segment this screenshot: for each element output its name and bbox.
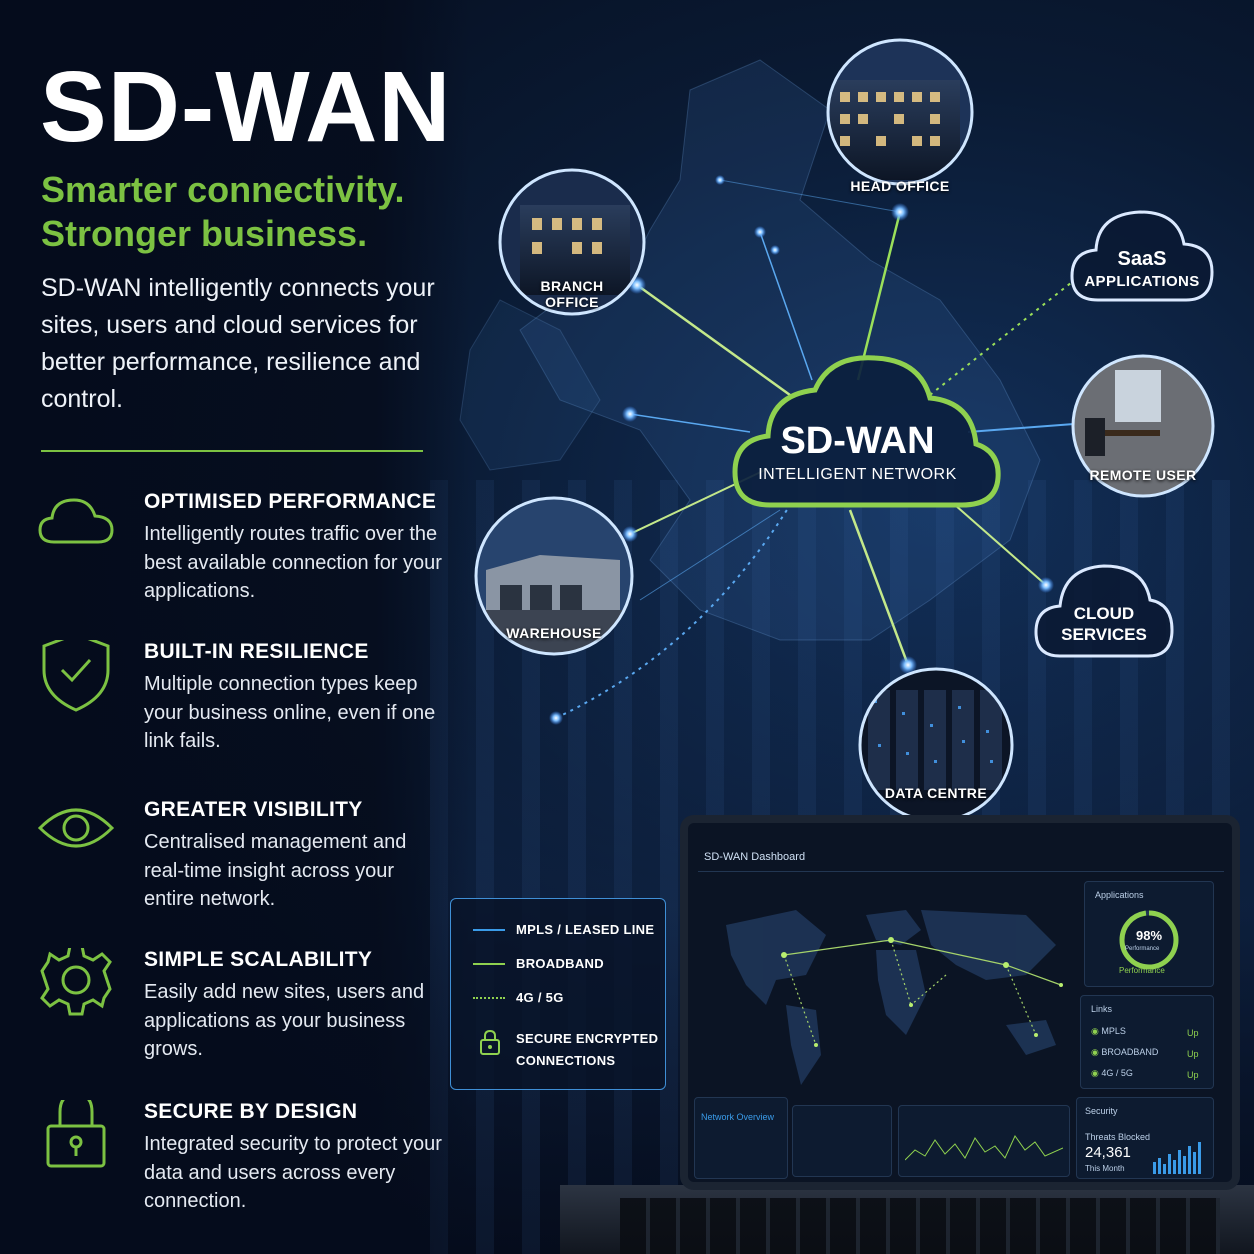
link-name: 4G / 5G: [1101, 1068, 1133, 1078]
security-label: Security: [1085, 1106, 1118, 1116]
intro-description: SD-WAN intelligently connects your sites…: [41, 274, 435, 413]
legend-line-blue: [473, 929, 505, 931]
security-period: This Month: [1085, 1164, 1125, 1173]
links-label: Links: [1091, 1004, 1113, 1014]
link-row: ◉ BROADBAND: [1091, 1047, 1158, 1058]
feature-text: Multiple connection types keep your busi…: [144, 673, 436, 752]
tagline-line-1: Smarter connectivity.: [41, 169, 405, 210]
feature-text: Easily add new sites, users and applicat…: [144, 981, 425, 1060]
cloud-services-label-line-1: CLOUD: [1073, 604, 1135, 623]
ireland-map-outline: [459, 299, 601, 471]
legend-label: MPLS / LEASED LINE: [516, 922, 655, 937]
saas-subtitle: APPLICATIONS: [1084, 273, 1200, 290]
feature-title: GREATER VISIBILITY: [144, 798, 363, 821]
security-metric: Threats Blocked: [1085, 1132, 1151, 1142]
link-row: ◉ 4G / 5G: [1091, 1068, 1133, 1079]
branch-office-label: BRANCH OFFICE: [520, 278, 624, 310]
legend-secure-line-1: SECURE ENCRYPTED: [516, 1031, 659, 1046]
throughput-panel: [792, 1105, 892, 1177]
links-panel: Links ◉ MPLS Up ◉ BROADBAND Up ◉ 4G / 5G…: [1080, 995, 1214, 1089]
shield-check-icon: [38, 632, 114, 724]
network-overview-label: Network Overview: [701, 1112, 775, 1122]
data-centre-label: DATA CENTRE: [884, 785, 988, 801]
status-dot-icon: ◉: [1091, 1026, 1099, 1036]
applications-label: Applications: [1095, 890, 1144, 900]
eye-icon: [37, 798, 115, 882]
dashboard-titlebar: [698, 845, 1224, 872]
legend-line-dotted: [473, 997, 505, 999]
threats-bar-chart: [1153, 1142, 1201, 1174]
cloud-services-node: [1034, 564, 1174, 658]
legend-secure-line-2: CONNECTIONS: [516, 1053, 616, 1068]
feature-built-in-resilience: BUILT-IN RESILIENCE Multiple connection …: [38, 632, 448, 770]
performance-gauge: [1119, 910, 1179, 970]
feature-optimised-performance: OPTIMISED PERFORMANCE Intelligently rout…: [38, 490, 448, 620]
feature-text: Integrated security to protect your data…: [144, 1133, 442, 1212]
branch-office-label-line-2: OFFICE: [545, 294, 599, 310]
warehouse-label: WAREHOUSE: [506, 625, 602, 641]
gauge-caption: Performance: [1119, 966, 1165, 975]
feature-title: SECURE BY DESIGN: [144, 1100, 358, 1123]
feature-greater-visibility: GREATER VISIBILITY Centralised managemen…: [37, 798, 448, 928]
legend-line-green: [473, 963, 505, 965]
traffic-graph: [905, 1135, 1063, 1161]
link-status: Up: [1187, 1049, 1199, 1059]
remote-user-node: [1071, 354, 1215, 498]
feature-text: Intelligently routes traffic over the be…: [144, 523, 442, 602]
security-value: 24,361: [1085, 1144, 1131, 1161]
feature-title: BUILT-IN RESILIENCE: [144, 640, 369, 663]
link-name: MPLS: [1101, 1026, 1126, 1036]
traffic-graph-panel: [898, 1105, 1070, 1177]
status-dot-icon: ◉: [1091, 1068, 1099, 1078]
feature-title: SIMPLE SCALABILITY: [144, 948, 373, 971]
saas-title: SaaS: [1117, 248, 1167, 270]
feature-title: OPTIMISED PERFORMANCE: [144, 490, 437, 513]
branch-office-node: [498, 168, 646, 316]
head-office-node: [826, 38, 974, 186]
data-centre-node: [858, 667, 1014, 823]
section-divider: [41, 450, 423, 452]
laptop-keyboard: [620, 1198, 1220, 1254]
dashboard-title: SD-WAN Dashboard: [704, 851, 806, 863]
saas-cloud-node: [1070, 210, 1214, 302]
legend-label: BROADBAND: [516, 956, 604, 971]
cloud-icon: [38, 490, 114, 574]
hub-title: SD-WAN: [780, 420, 935, 462]
laptop-dashboard-screen: SD-WAN Dashboard Applications: [680, 815, 1240, 1190]
feature-secure-by-design: SECURE BY DESIGN Integrated security to …: [38, 1092, 448, 1230]
link-status: Up: [1187, 1028, 1199, 1038]
link-status: Up: [1187, 1070, 1199, 1080]
warehouse-node: [474, 496, 634, 656]
branch-office-label-line-1: BRANCH: [540, 278, 604, 294]
gear-icon: [38, 944, 114, 1032]
cloud-services-label-line-2: SERVICES: [1061, 625, 1147, 644]
status-dot-icon: ◉: [1091, 1047, 1099, 1057]
connection-legend: MPLS / LEASED LINE BROADBAND 4G / 5G SEC…: [450, 898, 666, 1090]
tagline: Smarter connectivity. Stronger business.: [41, 168, 404, 256]
link-name: BROADBAND: [1101, 1047, 1159, 1057]
sd-wan-hub-cloud: [732, 355, 1001, 508]
lock-icon: [38, 1092, 114, 1184]
network-overview-panel: Network Overview: [694, 1097, 788, 1179]
gauge-value: 98%: [1135, 928, 1163, 943]
legend-label: 4G / 5G: [516, 990, 564, 1005]
world-map: [726, 910, 1063, 1085]
remote-user-label: REMOTE USER: [1089, 467, 1197, 483]
left-panel-backdrop: [0, 0, 470, 1254]
link-row: ◉ MPLS: [1091, 1026, 1126, 1037]
lock-icon: [480, 1029, 500, 1055]
cloud-services-label: CLOUD SERVICES: [1046, 603, 1162, 645]
feature-text: Centralised management and real-time ins…: [144, 831, 407, 910]
hub-subtitle: INTELLIGENT NETWORK: [758, 466, 957, 483]
gauge-sub: Performance: [1125, 946, 1160, 952]
security-panel: Security Threats Blocked 24,361 This Mon…: [1076, 1097, 1214, 1179]
network-links: [555, 179, 1075, 719]
tagline-line-2: Stronger business.: [41, 213, 368, 254]
page-title: SD-WAN: [40, 51, 452, 163]
feature-simple-scalability: SIMPLE SCALABILITY Easily add new sites,…: [38, 944, 448, 1078]
head-office-label: HEAD OFFICE: [850, 178, 950, 194]
applications-panel: Applications 98% Performance Performance: [1084, 881, 1214, 987]
